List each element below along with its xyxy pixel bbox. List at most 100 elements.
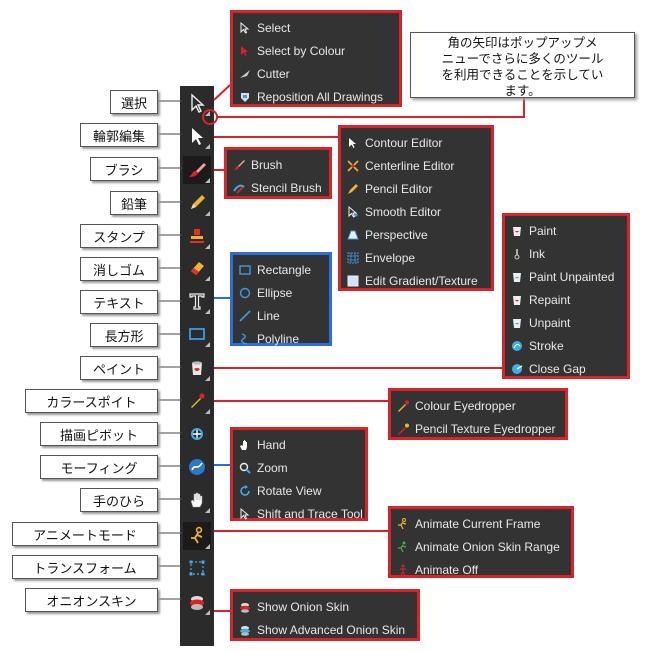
text-tool-button[interactable] [183, 287, 211, 315]
eyedropper-popup-menu: Colour Eyedropper Pencil Texture Eyedrop… [388, 388, 568, 440]
menu-item-select-by-colour[interactable]: Select by Colour [233, 39, 399, 62]
onion-skin-tool-button[interactable] [183, 588, 211, 616]
menu-item-ink[interactable]: Ink [505, 242, 627, 265]
label-select: 選択 [110, 90, 158, 114]
menu-item-pencil-texture-eyedropper[interactable]: Pencil Texture Eyedropper [391, 417, 565, 440]
pencil-icon [191, 195, 205, 209]
eraser-icon [191, 262, 204, 275]
zoom-icon [239, 462, 251, 474]
animate-figure-icon [191, 526, 203, 544]
callout-line-1: 角の矢印はポップアップメ [447, 35, 598, 50]
menu-item-animate-off[interactable]: Animate Off [391, 558, 571, 581]
centerline-editor-icon [347, 159, 359, 172]
menu-item-ellipse[interactable]: Ellipse [233, 281, 329, 304]
paint-bucket-icon [192, 361, 202, 375]
menu-item-perspective[interactable]: Perspective [341, 223, 491, 246]
pivot-icon [191, 428, 203, 440]
select-colour-icon [239, 45, 251, 57]
menu-item-show-advanced-onion-skin[interactable]: Show Advanced Onion Skin [233, 618, 417, 641]
menu-item-cutter[interactable]: Cutter [233, 62, 399, 85]
menu-item-brush[interactable]: Brush [227, 153, 329, 176]
contour-editor-tool-button[interactable] [183, 122, 211, 150]
label-transform: トランスフォーム [12, 555, 158, 579]
label-hand: 手のひら [80, 488, 158, 512]
close-gap-icon [511, 363, 523, 375]
menu-item-pencil-editor[interactable]: Pencil Editor [341, 177, 491, 200]
animate-off-icon [397, 564, 409, 576]
contour-editor-popup-menu: Contour Editor Centerline Editor Pencil … [338, 125, 494, 291]
paint-tool-button[interactable] [183, 354, 211, 382]
menu-item-animate-onion-skin-range[interactable]: Animate Onion Skin Range [391, 535, 571, 558]
hand-icon [190, 492, 203, 508]
menu-item-stroke[interactable]: Stroke [505, 334, 627, 357]
paint-unpainted-icon [511, 271, 523, 283]
menu-item-edit-gradient-texture[interactable]: Edit Gradient/Texture [341, 269, 491, 292]
animate-onion-skin-icon [397, 541, 409, 553]
animate-mode-tool-button[interactable] [183, 522, 211, 550]
eraser-tool-button[interactable] [183, 254, 211, 282]
pencil-tool-button[interactable] [183, 189, 211, 217]
menu-item-polyline[interactable]: Polyline [233, 327, 329, 350]
menu-item-animate-current-frame[interactable]: Animate Current Frame [391, 512, 571, 535]
stroke-icon [511, 340, 523, 352]
select-tool-button[interactable] [183, 89, 211, 117]
stamp-tool-button[interactable] [183, 222, 211, 250]
menu-item-stencil-brush[interactable]: Stencil Brush [227, 176, 329, 199]
menu-item-rotate-view[interactable]: Rotate View [233, 479, 365, 502]
menu-item-rectangle[interactable]: Rectangle [233, 258, 329, 281]
label-contour-editor: 輪郭編集 [80, 123, 158, 147]
label-paint: ペイント [80, 356, 158, 380]
callout-line-2: ニューでさらに多くのツール [441, 51, 604, 66]
brush-icon [189, 163, 206, 177]
transform-tool-button[interactable] [183, 554, 211, 582]
smooth-editor-icon [347, 205, 359, 218]
label-animate-mode: アニメートモード [12, 522, 158, 546]
cutter-icon [239, 68, 251, 80]
menu-item-paint-unpainted[interactable]: Paint Unpainted [505, 265, 627, 288]
show-advanced-onion-skin-icon [239, 624, 251, 636]
dropper-tool-button[interactable] [183, 387, 211, 415]
menu-item-reposition-all-drawings[interactable]: Reposition All Drawings [233, 85, 399, 108]
callout-line-4: ます。 [504, 83, 541, 98]
label-text: テキスト [80, 290, 158, 314]
select-icon [239, 21, 251, 34]
drawing-pivot-tool-button[interactable] [183, 420, 211, 448]
reposition-icon [239, 91, 251, 103]
menu-item-contour-editor[interactable]: Contour Editor [341, 131, 491, 154]
menu-item-show-onion-skin[interactable]: Show Onion Skin [233, 595, 417, 618]
corner-arrow-callout: 角の矢印はポップアップメ ニューでさらに多くのツール を利用できることを示してい… [410, 32, 635, 98]
rectangle-tool-button[interactable] [183, 320, 211, 348]
menu-item-line[interactable]: Line [233, 304, 329, 327]
brush-popup-menu: Brush Stencil Brush [224, 147, 332, 199]
rectangle-icon [189, 328, 205, 340]
repaint-icon [511, 294, 523, 306]
menu-item-shift-and-trace-tool[interactable]: Shift and Trace Tool [233, 502, 365, 525]
menu-item-close-gap[interactable]: Close Gap [505, 357, 627, 380]
ellipse-icon [239, 287, 251, 299]
menu-item-zoom[interactable]: Zoom [233, 456, 365, 479]
morphing-tool-button[interactable] [183, 453, 211, 481]
menu-item-unpaint[interactable]: Unpaint [505, 311, 627, 334]
menu-item-envelope[interactable]: Envelope [341, 246, 491, 269]
menu-item-paint[interactable]: Paint [505, 219, 627, 242]
menu-item-repaint[interactable]: Repaint [505, 288, 627, 311]
label-onion-skin: オニオンスキン [25, 588, 158, 612]
label-brush: ブラシ [90, 157, 158, 181]
menu-item-hand[interactable]: Hand [233, 433, 365, 456]
brush-tool-button[interactable] [183, 156, 211, 184]
rectangle-small-icon [239, 264, 251, 276]
label-morphing: モーフィング [40, 455, 158, 479]
menu-item-smooth-editor[interactable]: Smooth Editor [341, 200, 491, 223]
callout-line-3: を利用できることを示してい [441, 67, 604, 82]
label-rectangle: 長方形 [90, 323, 158, 347]
show-onion-skin-icon [239, 601, 251, 613]
perspective-icon [347, 229, 359, 241]
paint-small-icon [511, 225, 523, 237]
menu-item-centerline-editor[interactable]: Centerline Editor [341, 154, 491, 177]
label-stamp: スタンプ [80, 224, 158, 248]
menu-item-colour-eyedropper[interactable]: Colour Eyedropper [391, 394, 565, 417]
label-drawing-pivot: 描画ピボット [40, 422, 158, 446]
menu-item-select[interactable]: Select [233, 16, 399, 39]
hand-popup-menu: Hand Zoom Rotate View Shift and Trace To… [230, 427, 368, 521]
hand-tool-button[interactable] [183, 486, 211, 514]
